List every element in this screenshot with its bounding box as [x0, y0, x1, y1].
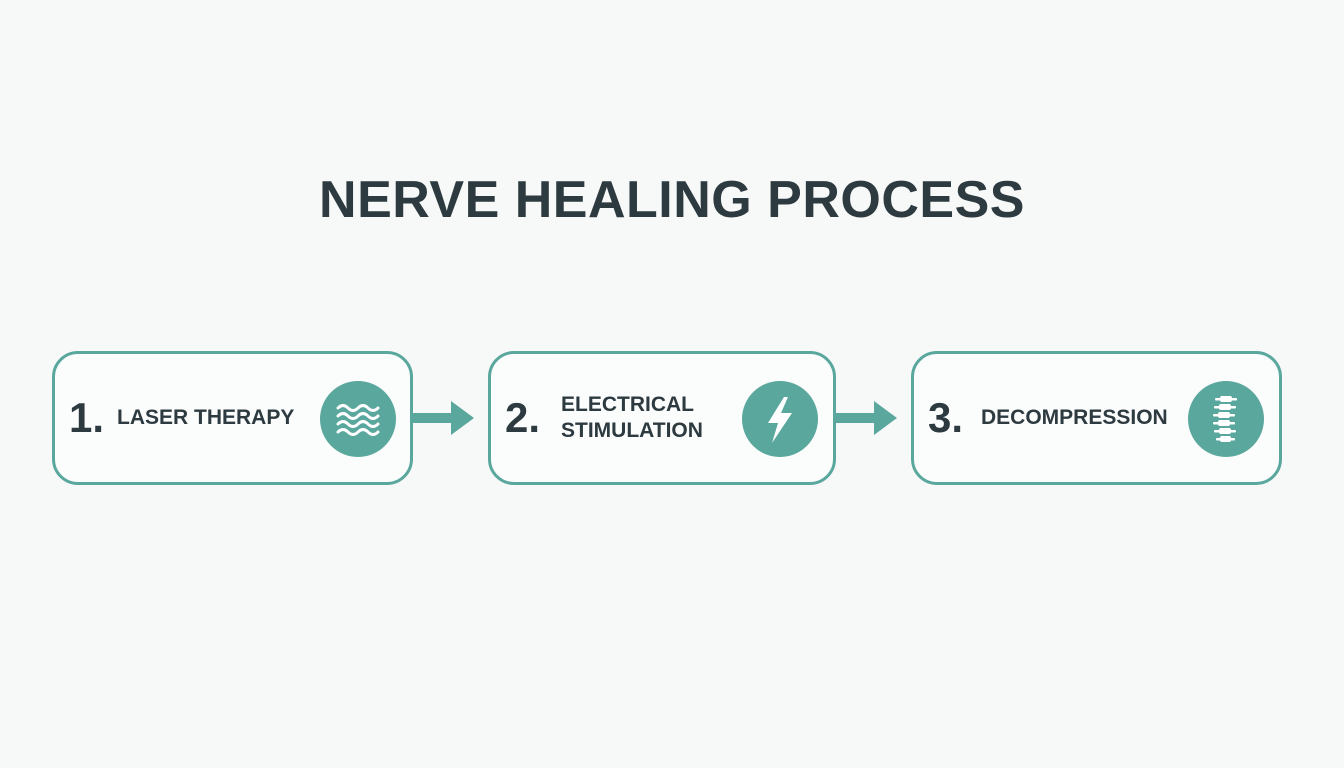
step-label-line: STIMULATION: [561, 419, 703, 442]
arrow-right-icon: [836, 401, 897, 435]
step-label-line: DECOMPRESSION: [981, 406, 1168, 429]
step-label: ELECTRICAL STIMULATION: [561, 354, 703, 482]
diagram-title: NERVE HEALING PROCESS: [319, 171, 1025, 229]
spine-icon: [1188, 381, 1264, 457]
step-number: 2.: [505, 394, 541, 441]
step-number: 3.: [928, 394, 964, 441]
step-decompression: 3. DECOMPRESSION: [911, 351, 1282, 485]
arrow-right-icon: [413, 401, 474, 435]
step-label: DECOMPRESSION: [981, 354, 1168, 482]
lightning-bolt-icon: [742, 381, 818, 457]
step-label-line: ELECTRICAL: [561, 393, 694, 416]
step-number: 1.: [69, 394, 105, 441]
step-label: LASER THERAPY: [117, 354, 294, 482]
step-laser-therapy: 1. LASER THERAPY: [52, 351, 413, 485]
step-electrical-stimulation: 2. ELECTRICAL STIMULATION: [488, 351, 836, 485]
waves-icon: [320, 381, 396, 457]
step-label-line: LASER THERAPY: [117, 406, 295, 429]
